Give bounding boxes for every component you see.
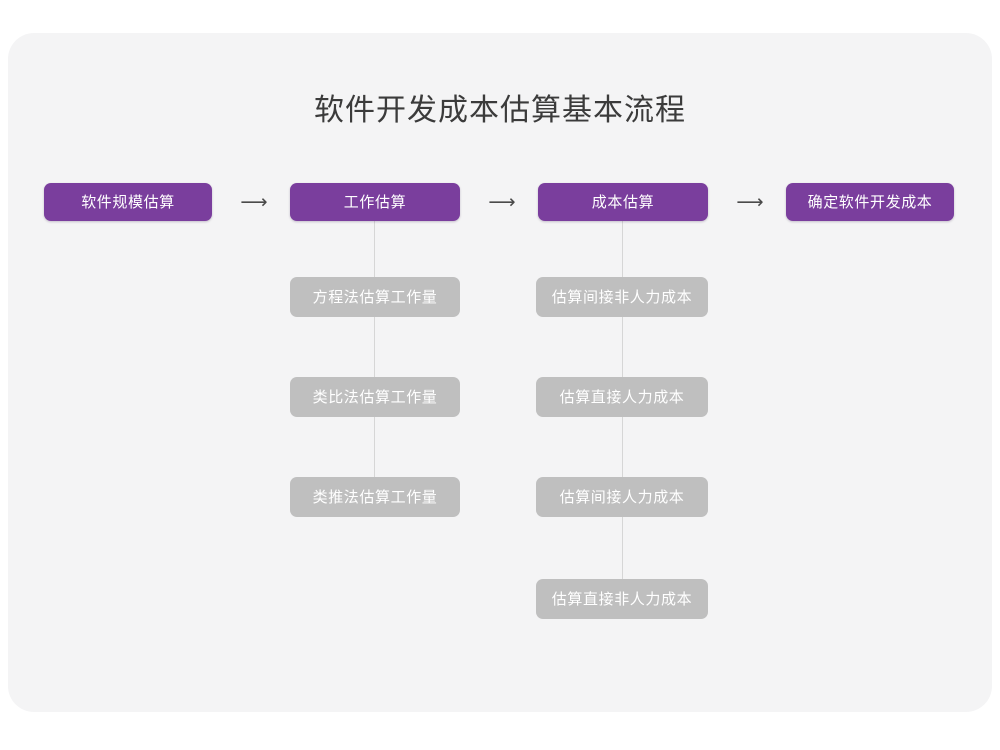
flow-node-label: 工作估算 (343, 193, 407, 211)
method-node-label: 方程法估算工作量 (312, 288, 438, 306)
flow-node-label: 软件规模估算 (81, 193, 175, 211)
flow-node-label: 成本估算 (591, 193, 655, 211)
flow-node-cost-estimation[interactable]: 成本估算 (538, 183, 708, 221)
method-node-label: 类比法估算工作量 (312, 388, 438, 406)
cost-node-label: 估算间接人力成本 (559, 488, 685, 506)
page-title: 软件开发成本估算基本流程 (314, 94, 686, 127)
cost-node-label: 估算间接非人力成本 (551, 288, 693, 306)
diagram-card (8, 33, 992, 712)
cost-node-indirect-labor[interactable]: 估算间接人力成本 (536, 477, 708, 517)
connector-item-2-to-3 (622, 415, 624, 481)
connector-work-to-method-1 (374, 220, 376, 280)
arrow-glyph: ⟶ (488, 191, 516, 213)
method-node-label: 类推法估算工作量 (312, 488, 438, 506)
flow-node-label: 确定软件开发成本 (807, 193, 933, 211)
cost-node-indirect-non-labor[interactable]: 估算间接非人力成本 (536, 277, 708, 317)
connector-method-1-to-2 (374, 315, 376, 381)
arrow-glyph: ⟶ (736, 191, 764, 213)
connector-method-2-to-3 (374, 415, 376, 481)
method-node-inference-method[interactable]: 类推法估算工作量 (290, 477, 460, 517)
arrow-right-icon-2: ⟶ (476, 191, 528, 213)
method-node-equation-method[interactable]: 方程法估算工作量 (290, 277, 460, 317)
connector-item-1-to-2 (622, 315, 624, 381)
cost-node-direct-non-labor[interactable]: 估算直接非人力成本 (536, 579, 708, 619)
arrow-right-icon-3: ⟶ (724, 191, 776, 213)
flow-node-determine-development-cost[interactable]: 确定软件开发成本 (786, 183, 954, 221)
connector-item-3-to-4 (622, 515, 624, 582)
cost-node-label: 估算直接非人力成本 (551, 590, 693, 608)
flow-node-software-size-estimation[interactable]: 软件规模估算 (44, 183, 212, 221)
method-node-analogy-method[interactable]: 类比法估算工作量 (290, 377, 460, 417)
arrow-glyph: ⟶ (240, 191, 268, 213)
connector-cost-to-item-1 (622, 220, 624, 280)
flow-node-work-estimation[interactable]: 工作估算 (290, 183, 460, 221)
cost-node-label: 估算直接人力成本 (559, 388, 685, 406)
arrow-right-icon-1: ⟶ (228, 191, 280, 213)
cost-node-direct-labor[interactable]: 估算直接人力成本 (536, 377, 708, 417)
